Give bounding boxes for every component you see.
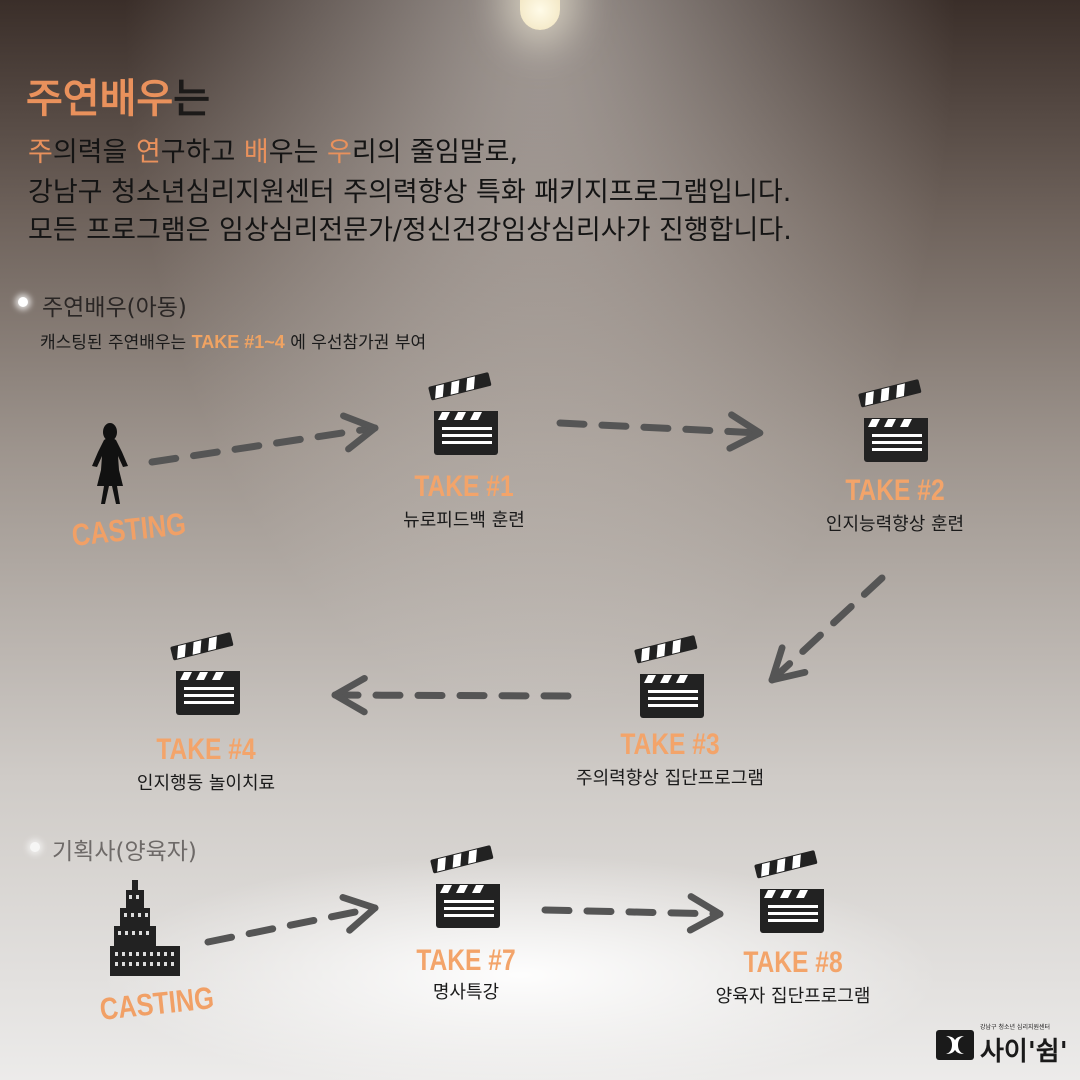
intro-highlight: 연 [135,137,161,168]
section-parent-label: 기획사(양육자) [52,839,197,865]
bullet-dot [18,297,28,307]
arrow-take2-to-take3 [768,574,886,684]
intro-line-1: 주의력을 연구하고 배우는 우리의 줄임말로, [28,130,518,169]
clapperboard-icon [170,631,240,715]
note-after: 에 우선참가권 부여 [284,333,427,353]
clapperboard-icon [430,844,500,928]
intro-text: 구하고 [160,137,244,168]
page-title: 주연배우는 [26,66,210,124]
take-4-label: TAKE #4 [156,733,256,766]
take-4-desc: 인지행동 놀이치료 [136,773,276,794]
intro-highlight: 우 [327,137,352,168]
take-7-label: TAKE #7 [416,944,516,977]
arrow-take7-to-take8 [541,893,724,934]
clapperboard-icon [634,634,704,718]
take-8: TAKE #8 양육자 집단프로그램 [716,946,871,1008]
logo-small-text: 강남구 청소년 심리지원센터 [980,1024,1051,1031]
take-8-desc: 양육자 집단프로그램 [715,986,871,1007]
arrow-casting-to-take7 [204,894,379,946]
building-icon [110,880,180,976]
intro-line-3: 모든 프로그램은 임상심리전문가/정신건강임상심리사가 진행합니다. [28,215,792,246]
title-rest: 는 [173,76,211,122]
section-child-label: 주연배우(아동) [42,295,187,321]
intro-text: 우는 [268,137,328,168]
take-1-desc: 뉴로피드백 훈련 [403,510,525,531]
take-2: TAKE #2 인지능력향상 훈련 [826,474,964,536]
clapperboard-icon [754,849,824,933]
take-4: TAKE #4 인지행동 놀이치료 [137,733,275,795]
intro-text: 의력을 [52,137,136,168]
title-highlight: 주연배우 [26,76,174,122]
intro-highlight: 주 [28,137,53,168]
logo-mark-icon [936,1030,974,1060]
intro-highlight: 배 [243,137,269,168]
logo-name: 사이'쉼' [980,1037,1068,1067]
take-7-desc: 명사특강 [432,982,500,1003]
take-2-label: TAKE #2 [845,474,945,507]
take-3-desc: 주의력향상 집단프로그램 [576,768,764,789]
woman-silhouette-icon [92,423,128,504]
take-1: TAKE #1 뉴로피드백 훈련 [403,470,525,532]
take-7: TAKE #7 명사특강 [405,944,526,1004]
section-child-note: 캐스팅된 주연배우는 TAKE #1~4 에 우선참가권 부여 [40,328,426,353]
intro-line-2: 강남구 청소년심리지원센터 주의력향상 특화 패키지프로그램입니다. [28,177,792,208]
arrow-take3-to-take4 [331,674,572,716]
note-highlight: TAKE #1~4 [191,332,285,352]
take-3-label: TAKE #3 [620,728,720,761]
center-logo: 강남구 청소년 심리지원센터 사이'쉼' [936,1022,1068,1068]
take-2-desc: 인지능력향상 훈련 [825,514,965,535]
clapperboard-icon [858,378,928,462]
bullet-dot [30,842,40,852]
intro-text: 리의 줄임말로, [351,137,519,168]
take-1-label: TAKE #1 [414,470,514,503]
arrow-take1-to-take2 [556,411,764,452]
clapperboard-icon [428,371,498,455]
take-3: TAKE #3 주의력향상 집단프로그램 [576,728,764,790]
take-8-label: TAKE #8 [743,946,843,979]
arrow-casting-to-take1 [148,412,379,466]
note-before: 캐스팅된 주연배우는 [40,333,192,353]
